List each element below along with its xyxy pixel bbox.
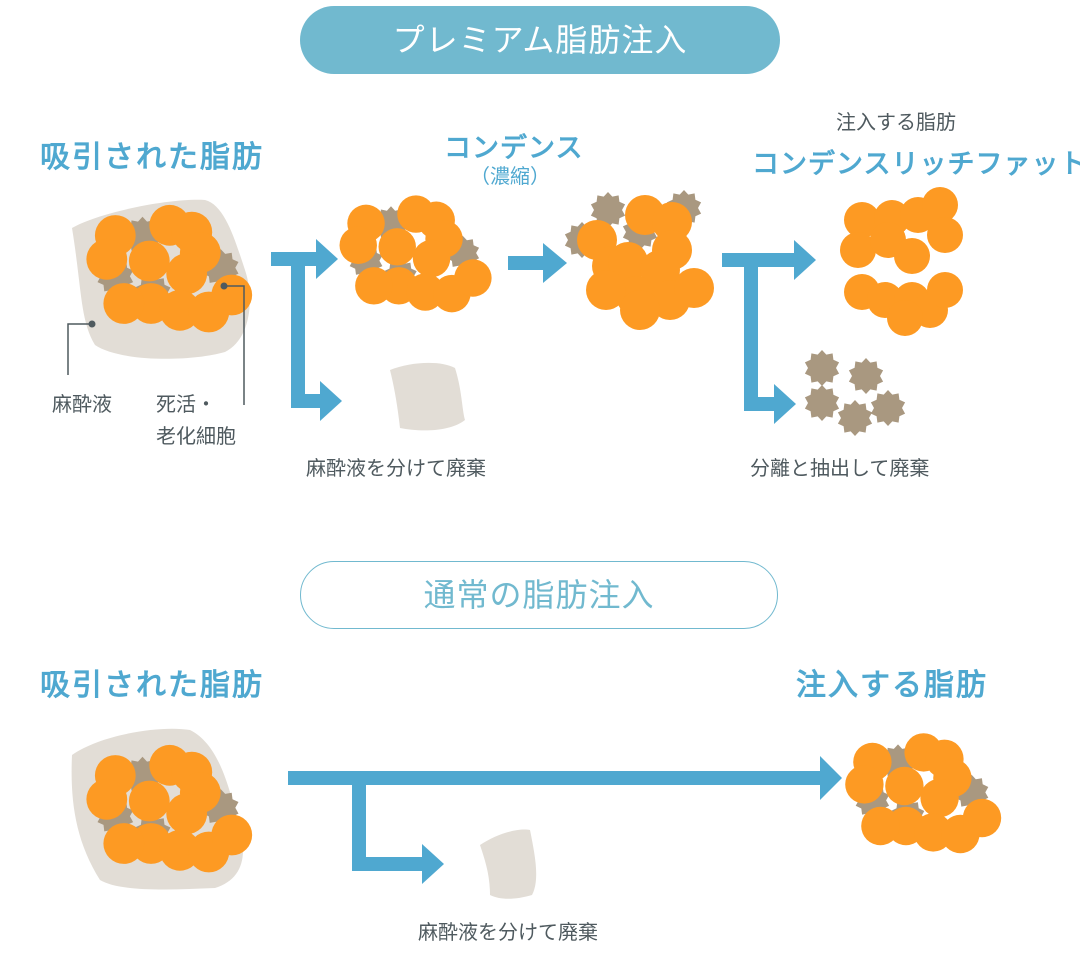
premium-suctioned-fat-heading: 吸引された脂肪 bbox=[40, 140, 264, 175]
condense-cluster-fat-cell-1 bbox=[339, 226, 377, 264]
normal-suctioned-fat-heading: 吸引された脂肪 bbox=[40, 668, 264, 703]
normal-injected-fat-cell-9 bbox=[914, 813, 953, 852]
normal-suctioned-fat-cell-11 bbox=[211, 814, 253, 856]
discard-cells-label: 分離と抽出して廃棄 bbox=[750, 456, 930, 480]
premium-arrow1-vertical bbox=[291, 252, 305, 408]
premium-arrow3-bottom-bar bbox=[744, 397, 774, 411]
premium-suctioned-fat-cell-5 bbox=[128, 240, 170, 282]
premium-suctioned-fat-cell-1 bbox=[86, 238, 128, 280]
concentrated-fat-cell-3 bbox=[652, 202, 692, 242]
normal-main-arrow-head bbox=[820, 756, 842, 800]
premium-arrow2-stem bbox=[508, 256, 544, 270]
premium-suctioned-fat-cell-8 bbox=[103, 283, 145, 324]
dead-cells-leader-dot bbox=[220, 282, 228, 290]
premium-suctioned-fat-cell-6 bbox=[166, 253, 208, 295]
premium-arrow1-bottom-bar bbox=[291, 394, 321, 408]
premium-suctioned-fat-cell-9 bbox=[159, 289, 201, 331]
normal-branch-horizontal bbox=[352, 857, 424, 871]
normal-suctioned-fat-cell-9 bbox=[159, 829, 201, 871]
condense-rich-fat-cell-0 bbox=[844, 202, 880, 238]
premium-discard-anesthetic-label: 麻酔液を分けて廃棄 bbox=[306, 456, 486, 480]
normal-discard-anesthetic-label: 麻酔液を分けて廃棄 bbox=[418, 920, 598, 944]
normal-injected-fat-heading: 注入する脂肪 bbox=[796, 668, 988, 703]
normal-injected-fat-cell-1 bbox=[845, 765, 884, 804]
discarded-dead-cell-2 bbox=[804, 385, 840, 421]
concentrated-fat-cell-8 bbox=[586, 270, 626, 310]
normal-branch-head bbox=[422, 844, 444, 884]
normal-injected-fat-cell-6 bbox=[920, 778, 959, 818]
discarded-dead-cell-0 bbox=[804, 350, 840, 386]
condense-rich-fat-heading: コンデンスリッチファット bbox=[752, 149, 1080, 180]
condense-cluster-fat-cell-6 bbox=[412, 239, 451, 278]
condense-cluster-fat-cell-9 bbox=[406, 273, 445, 311]
premium-arrow1-head-bottom bbox=[320, 381, 342, 421]
normal-injected-fat-cell-5 bbox=[885, 766, 924, 806]
premium-suctioned-fat-cell-11 bbox=[211, 274, 253, 316]
premium-arrow1-top-bar bbox=[291, 252, 317, 266]
normal-branch-vertical bbox=[352, 771, 366, 871]
dead-cells-label-line2: 老化細胞 bbox=[156, 424, 236, 448]
concentrated-dead-cell-0 bbox=[590, 192, 626, 228]
condense-cluster-fat-cell-8 bbox=[355, 267, 393, 305]
normal-suctioned-fat-cell-5 bbox=[128, 780, 170, 822]
premium-arrow3-vertical bbox=[744, 253, 758, 411]
normal-suctioned-fat-cell-1 bbox=[86, 778, 128, 820]
normal-suctioned-fat-cell-6 bbox=[166, 793, 208, 835]
condense-rich-fat-cell-7 bbox=[894, 238, 930, 274]
discarded-dead-cell-3 bbox=[837, 400, 873, 436]
premium-arrow3-top-bar bbox=[744, 253, 794, 267]
condense-rich-fat-cell-5 bbox=[840, 232, 876, 268]
dead-cells-leader-line bbox=[224, 285, 245, 405]
normal-injected-fat-cell-8 bbox=[861, 806, 900, 846]
anesthetic-leader-line bbox=[67, 323, 92, 375]
condense-cluster-fat-cell-5 bbox=[378, 228, 416, 266]
condense-heading: コンデンス bbox=[444, 133, 584, 164]
concentrated-fat-cell-11 bbox=[620, 290, 660, 330]
premium-title-pill: プレミアム脂肪注入 bbox=[300, 6, 780, 74]
premium-arrow3-head-bottom bbox=[774, 384, 796, 424]
discarded-dead-cell-1 bbox=[848, 358, 884, 394]
premium-arrow1-head-top bbox=[316, 239, 338, 279]
condense-cluster-fat-cell-11 bbox=[454, 259, 492, 297]
condense-rich-fat-cell-3 bbox=[922, 187, 958, 223]
dead-cells-label-line1: 死活・ bbox=[156, 392, 216, 416]
injected-fat-caption: 注入する脂肪 bbox=[836, 110, 956, 134]
condense-rich-fat-cell-12 bbox=[927, 272, 963, 308]
normal-main-arrow-stem bbox=[288, 771, 822, 785]
condense-subheading: （濃縮） bbox=[470, 164, 550, 188]
normal-suctioned-fat-cell-8 bbox=[103, 823, 145, 864]
discarded-dead-cell-4 bbox=[870, 390, 906, 426]
concentrated-fat-cell-10 bbox=[674, 268, 714, 308]
normal-title-pill: 通常の脂肪注入 bbox=[300, 561, 778, 629]
normal-injected-fat-cell-11 bbox=[962, 798, 1002, 838]
anesthetic-label: 麻酔液 bbox=[52, 392, 112, 416]
concentrated-fat-cell-5 bbox=[608, 242, 648, 282]
anesthetic-leader-dot bbox=[88, 320, 96, 328]
premium-arrow3-head-top bbox=[794, 240, 816, 280]
normal-discarded-anesthetic-blob bbox=[480, 829, 537, 899]
condense-rich-fat-cell-13 bbox=[887, 300, 923, 336]
premium-arrow2-head bbox=[543, 243, 567, 283]
condense-rich-fat-cell-4 bbox=[927, 217, 963, 253]
premium-discarded-anesthetic-blob bbox=[390, 362, 465, 431]
